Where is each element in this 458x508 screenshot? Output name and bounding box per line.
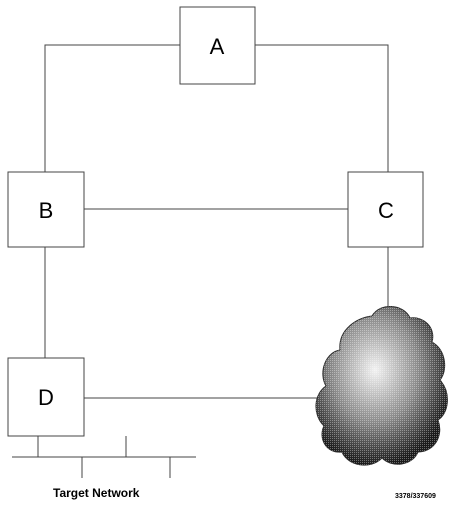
node-b-box	[7, 171, 85, 248]
node-b: B	[7, 171, 85, 248]
node-b-label: B	[39, 198, 54, 223]
cloud-dither	[315, 306, 448, 466]
target-network-bus	[12, 436, 196, 478]
connection-lines	[37, 44, 389, 457]
node-a-box	[179, 6, 256, 85]
node-c: C	[347, 171, 424, 248]
link-a-c	[255, 44, 389, 172]
link-a-b	[44, 44, 180, 172]
target-network-label: Target Network	[53, 486, 140, 500]
network-cloud	[315, 306, 448, 466]
node-d-label: D	[38, 385, 54, 410]
node-c-box	[347, 171, 424, 248]
node-d: D	[7, 357, 85, 437]
node-c-label: C	[378, 198, 394, 223]
node-a: A	[179, 6, 256, 85]
node-d-box	[7, 357, 85, 437]
node-a-label: A	[210, 34, 225, 59]
figure-id: 3378/337609	[395, 493, 436, 500]
